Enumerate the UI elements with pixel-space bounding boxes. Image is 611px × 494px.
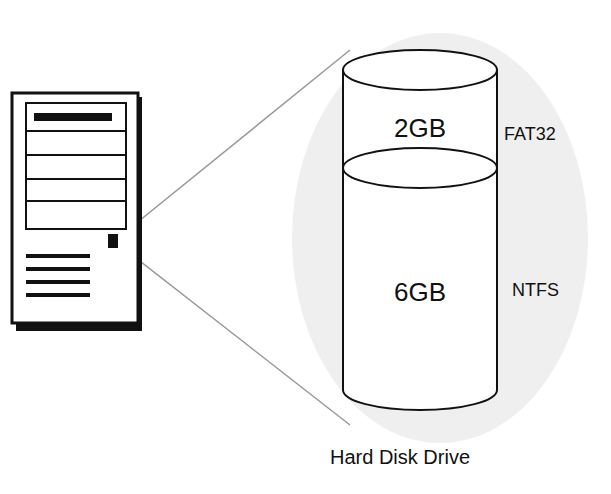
size-label: 2GB — [394, 113, 446, 144]
partition: 6GB — [345, 192, 495, 392]
filesystem-label: FAT32 — [504, 124, 556, 145]
disk-cylinder — [343, 50, 497, 410]
size-label: 6GB — [394, 277, 446, 308]
leader-line — [118, 244, 350, 425]
caption: Hard Disk Drive — [330, 446, 470, 469]
partition: 2GB — [345, 92, 495, 164]
computer-tower — [12, 93, 142, 331]
halo — [292, 33, 588, 443]
leader-line — [118, 50, 350, 238]
filesystem-label: NTFS — [512, 280, 559, 301]
